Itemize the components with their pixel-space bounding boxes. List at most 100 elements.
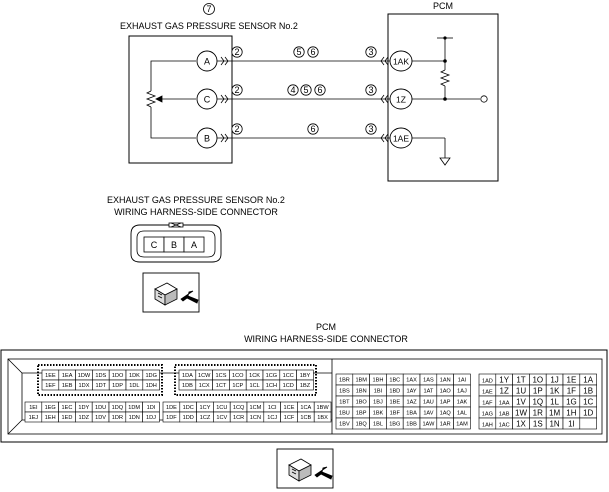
pcm-pin-label: 1Q <box>532 397 543 406</box>
pcm-pin-label: 1AR <box>440 422 451 428</box>
wire-marker-left-text: 2 <box>234 124 239 134</box>
pcm-pin-label: 1P <box>533 386 543 395</box>
pcm-pin-label: 1DN <box>129 415 140 421</box>
pcm-pin-1ae-label: 1AE <box>393 134 409 144</box>
wire-marker-right-text: 3 <box>368 85 373 95</box>
pcm-pin-label: 1EA <box>62 373 73 379</box>
pcm-pin-label: 1S <box>533 419 543 428</box>
wire-marker-mid-text: 6 <box>310 47 315 57</box>
pcm-pin-label: 1CJ <box>267 415 277 421</box>
pcm-pin-label: 1CU <box>216 405 227 411</box>
circle-marker-7-text: 7 <box>206 4 211 14</box>
pcm-pin-label: 1M <box>549 408 560 417</box>
pcm-pin-label: 1BS <box>339 389 350 395</box>
pcm-pin-label: 1BG <box>389 422 400 428</box>
pcm-pin-label: 1DA <box>182 373 193 379</box>
pcm-pin-label: 1BX <box>317 415 328 421</box>
connector-view-icon <box>276 448 334 489</box>
pcm-pin-label: 1BU <box>339 411 350 417</box>
pcm-pin-label: 1CH <box>266 383 277 389</box>
pcm-pin-label: 1AQ <box>440 411 452 417</box>
pcm-pin-label: 1AL <box>457 411 467 417</box>
pcm-box <box>387 13 499 182</box>
wire-marker-mid: 6 <box>314 84 326 96</box>
pcm-pin-label: 1AU <box>423 400 434 406</box>
pcm-pin-label: 1AP <box>440 400 451 406</box>
wire-marker-mid: 4 <box>287 84 299 96</box>
pcm-pin-label: 1DX <box>79 383 90 389</box>
pcm-pin-label: 1AD <box>482 378 493 384</box>
pcm-pin-label: 1CF <box>284 415 295 421</box>
pcm-pin-label: 1AE <box>482 389 493 395</box>
pcm-pin-label: 1CM <box>249 405 261 411</box>
pcm-pin-label: 1CD <box>283 383 294 389</box>
pcm-pin-label: 1AX <box>406 378 417 384</box>
pcm-pin-label: 1B <box>583 386 593 395</box>
pcm-pin-label: 1CI <box>268 405 277 411</box>
wire-marker-mid: 6 <box>307 46 319 58</box>
pcm-pin-label: 1DI <box>147 405 156 411</box>
pcm-group2-hatch <box>174 364 317 396</box>
sensor-connector-cell-c: C <box>143 236 165 253</box>
wire-marker-right-text: 3 <box>368 124 373 134</box>
pcm-pin-label: 1C <box>583 397 593 406</box>
circuit-section: 7 EXHAUST GAS PRESSURE SENSOR No.2 PCM A… <box>120 1 499 182</box>
pcm-pin-label: 1CA <box>300 405 311 411</box>
pcm-pin-label: 1CY <box>200 405 211 411</box>
pcm-pin-1ak-label: 1AK <box>393 57 409 67</box>
pcm-pin-label: 1CE <box>284 405 295 411</box>
pcm-pin-label: 1AY <box>407 389 417 395</box>
sensor-connector-cell-c-label: C <box>151 240 158 250</box>
wire-marker-right: 3 <box>365 84 377 96</box>
sensor-pin-a-label: A <box>204 57 210 67</box>
pcm-pin-label: 1N <box>549 419 559 428</box>
wire-marker-mid: 6 <box>307 123 319 135</box>
pcm-pin-label: 1CN <box>250 415 261 421</box>
pcm-pin-label: 1AB <box>499 411 510 417</box>
sensor-potentiometer <box>145 60 196 139</box>
pcm-connector-title-2: WIRING HARNESS-SIDE CONNECTOR <box>244 334 408 344</box>
pcm-pin-label: 1DU <box>95 405 106 411</box>
pcm-pin-label: 1BT <box>339 400 350 406</box>
pcm-pin-label: 1AA <box>499 400 510 406</box>
wire-marker-mid-text: 4 <box>290 85 295 95</box>
pcm-pin-label: 1EH <box>45 415 56 421</box>
wire-marker-right-text: 3 <box>368 47 373 57</box>
pcm-pin-label: 1AK <box>457 400 468 406</box>
pcm-pin-label: 1AV <box>423 411 433 417</box>
pcm-pin-label: 1BK <box>373 411 384 417</box>
pcm-pin-label: 1DF <box>166 415 177 421</box>
pcm-pin-cell <box>296 379 314 391</box>
pcm-pin-label: 1CX <box>199 383 210 389</box>
pcm-connector-title-1: PCM <box>316 322 336 332</box>
pcm-pin-label: 1AZ <box>406 400 417 406</box>
pcm-pin-label: 1DH <box>146 383 157 389</box>
pcm-pin-label: 1G <box>566 397 577 406</box>
pcm-pin-label: 1CP <box>232 383 243 389</box>
pcm-pin-cell <box>453 417 471 430</box>
pcm-connector-inner-frame <box>7 358 603 435</box>
pcm-pin-label: 1DE <box>166 405 177 411</box>
pcm-pin-label: 1ED <box>62 415 73 421</box>
sensor-connector-latch <box>168 222 184 228</box>
junction-dot <box>443 97 447 101</box>
pcm-pin-label: 1BF <box>390 411 401 417</box>
pcm-pin-1z: 1Z <box>389 88 413 110</box>
pcm-pin-label: 1BZ <box>300 383 311 389</box>
pcm-pin-label: 1D <box>583 408 593 417</box>
pcm-pin-label: 1Z <box>500 386 509 395</box>
pcm-pin-label: 1U <box>516 386 526 395</box>
pcm-internal-circuit <box>412 37 488 166</box>
sensor-pin-b-label: B <box>204 134 210 144</box>
pcm-pin-label: 1BE <box>390 400 401 406</box>
pcm-pin-label: 1F <box>567 386 576 395</box>
pcm-pin-label: 1CT <box>216 383 227 389</box>
pcm-pin-cell <box>579 417 597 430</box>
pcm-pin-1z-label: 1Z <box>396 95 406 105</box>
wires <box>217 56 391 143</box>
sensor-pin-c: C <box>196 88 218 110</box>
